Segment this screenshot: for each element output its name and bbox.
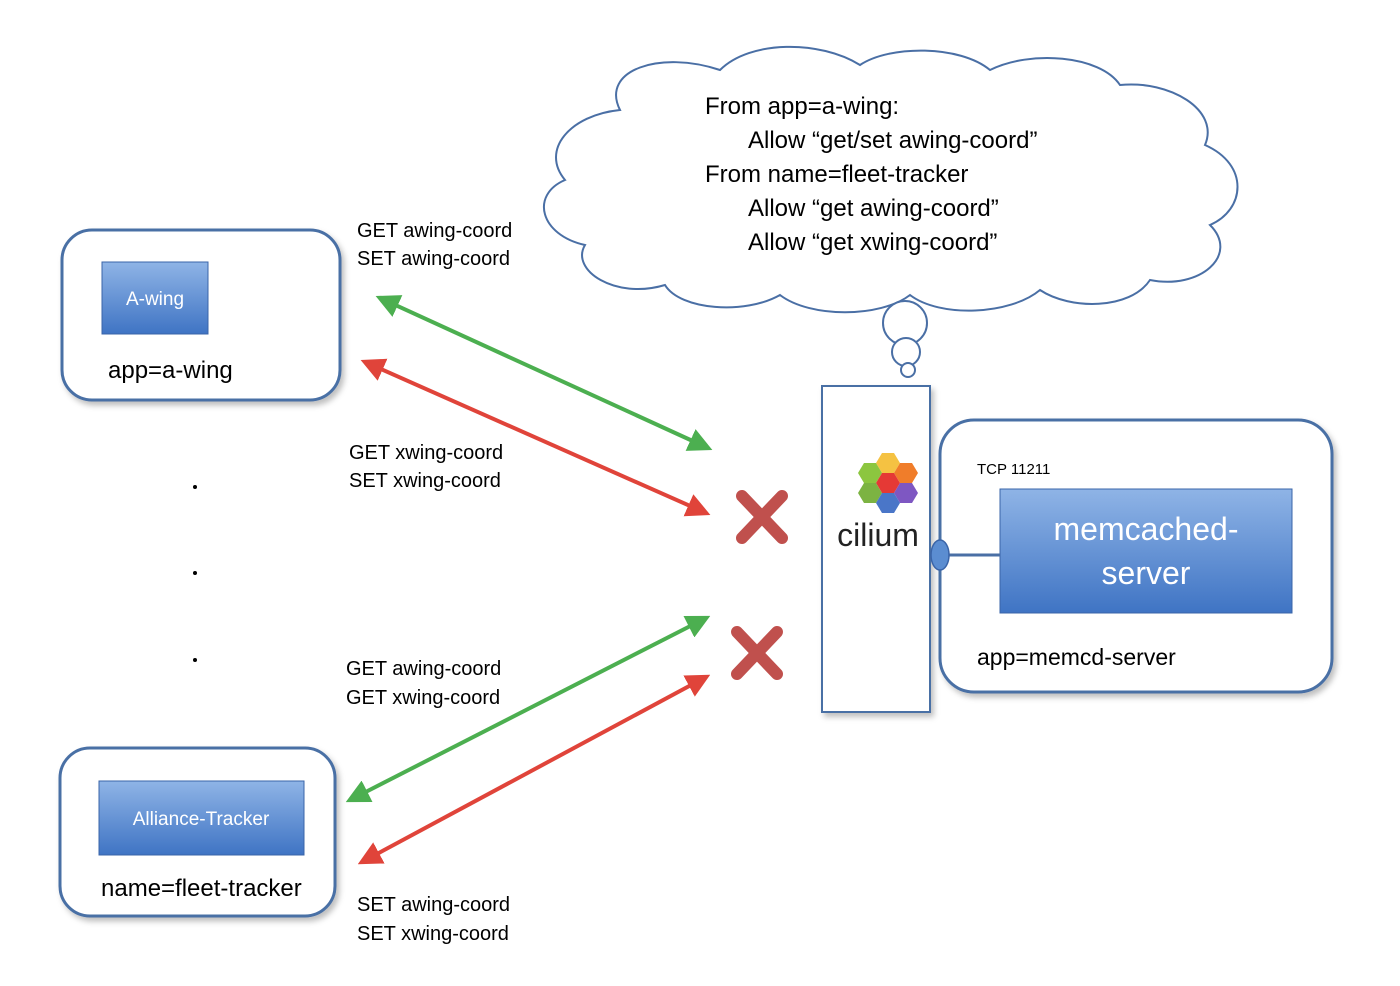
tracker-allowed-label-2: GET xwing-coord xyxy=(346,687,500,709)
cloud-line-3: From name=fleet-tracker xyxy=(705,161,968,188)
tracker-allowed-labels: GET awing-coord GET xwing-coord xyxy=(346,658,501,709)
awing-allowed-label-2: SET awing-coord xyxy=(357,248,510,270)
tracker-denied-label-1: SET awing-coord xyxy=(357,894,510,916)
awing-service-box xyxy=(101,261,209,335)
awing-denied-label-2: SET xwing-coord xyxy=(349,470,501,492)
deny-mark-awing xyxy=(736,490,788,544)
cloud-line-1: From app=a-wing: xyxy=(705,93,899,120)
flow-arrows xyxy=(345,295,713,865)
awing-allowed-label-1: GET awing-coord xyxy=(357,220,512,242)
cloud-line-5: Allow “get xwing-coord” xyxy=(748,229,997,256)
awing-denied-labels: GET xwing-coord SET xwing-coord xyxy=(349,442,503,492)
awing-container: A-wing app=a-wing xyxy=(60,228,342,402)
tracker-denied-arrow xyxy=(357,674,711,865)
awing-allowed-arrow xyxy=(375,295,713,451)
tracker-service-box xyxy=(98,780,305,856)
cloud-bubble-small xyxy=(900,362,916,378)
awing-allowed-labels: GET awing-coord SET awing-coord xyxy=(357,220,512,270)
tracker-container: Alliance-Tracker name=fleet-tracker xyxy=(58,746,337,918)
tracker-denied-labels: SET awing-coord SET xwing-coord xyxy=(357,894,510,945)
cloud-shape xyxy=(542,45,1239,314)
tracker-identity-label: name=fleet-tracker xyxy=(101,875,302,902)
cilium-logo-icon xyxy=(858,453,918,513)
memcached-container: TCP 11211 memcached- server app=memcd-se… xyxy=(938,418,1334,694)
endpoint-port-icon xyxy=(930,539,950,571)
policy-cloud: From app=a-wing: Allow “get/set awing-co… xyxy=(542,45,1239,378)
memcached-label-line1: memcached- xyxy=(1054,511,1239,547)
awing-denied-label-1: GET xwing-coord xyxy=(349,442,503,464)
cloud-line-2: Allow “get/set awing-coord” xyxy=(748,127,1037,154)
port-label: TCP 11211 xyxy=(977,461,1050,478)
deny-mark-tracker xyxy=(731,626,783,680)
awing-denied-arrow xyxy=(360,358,711,517)
memcached-service-box xyxy=(999,488,1293,614)
cloud-bubble-medium xyxy=(891,337,921,367)
more-clients-ellipsis xyxy=(193,485,197,662)
cilium-logo-text: cilium xyxy=(837,517,919,553)
tracker-denied-label-2: SET xwing-coord xyxy=(357,923,509,945)
cilium-server-link xyxy=(930,539,1000,571)
awing-identity-label: app=a-wing xyxy=(108,357,233,384)
cloud-line-4: Allow “get awing-coord” xyxy=(748,195,999,222)
awing-service-label: A-wing xyxy=(126,289,184,310)
tracker-service-label: Alliance-Tracker xyxy=(133,809,270,830)
cilium-proxy: cilium xyxy=(821,385,931,713)
tracker-allowed-label-1: GET awing-coord xyxy=(346,658,501,680)
memcached-identity-label: app=memcd-server xyxy=(977,644,1176,670)
memcached-label-line2: server xyxy=(1102,555,1191,591)
